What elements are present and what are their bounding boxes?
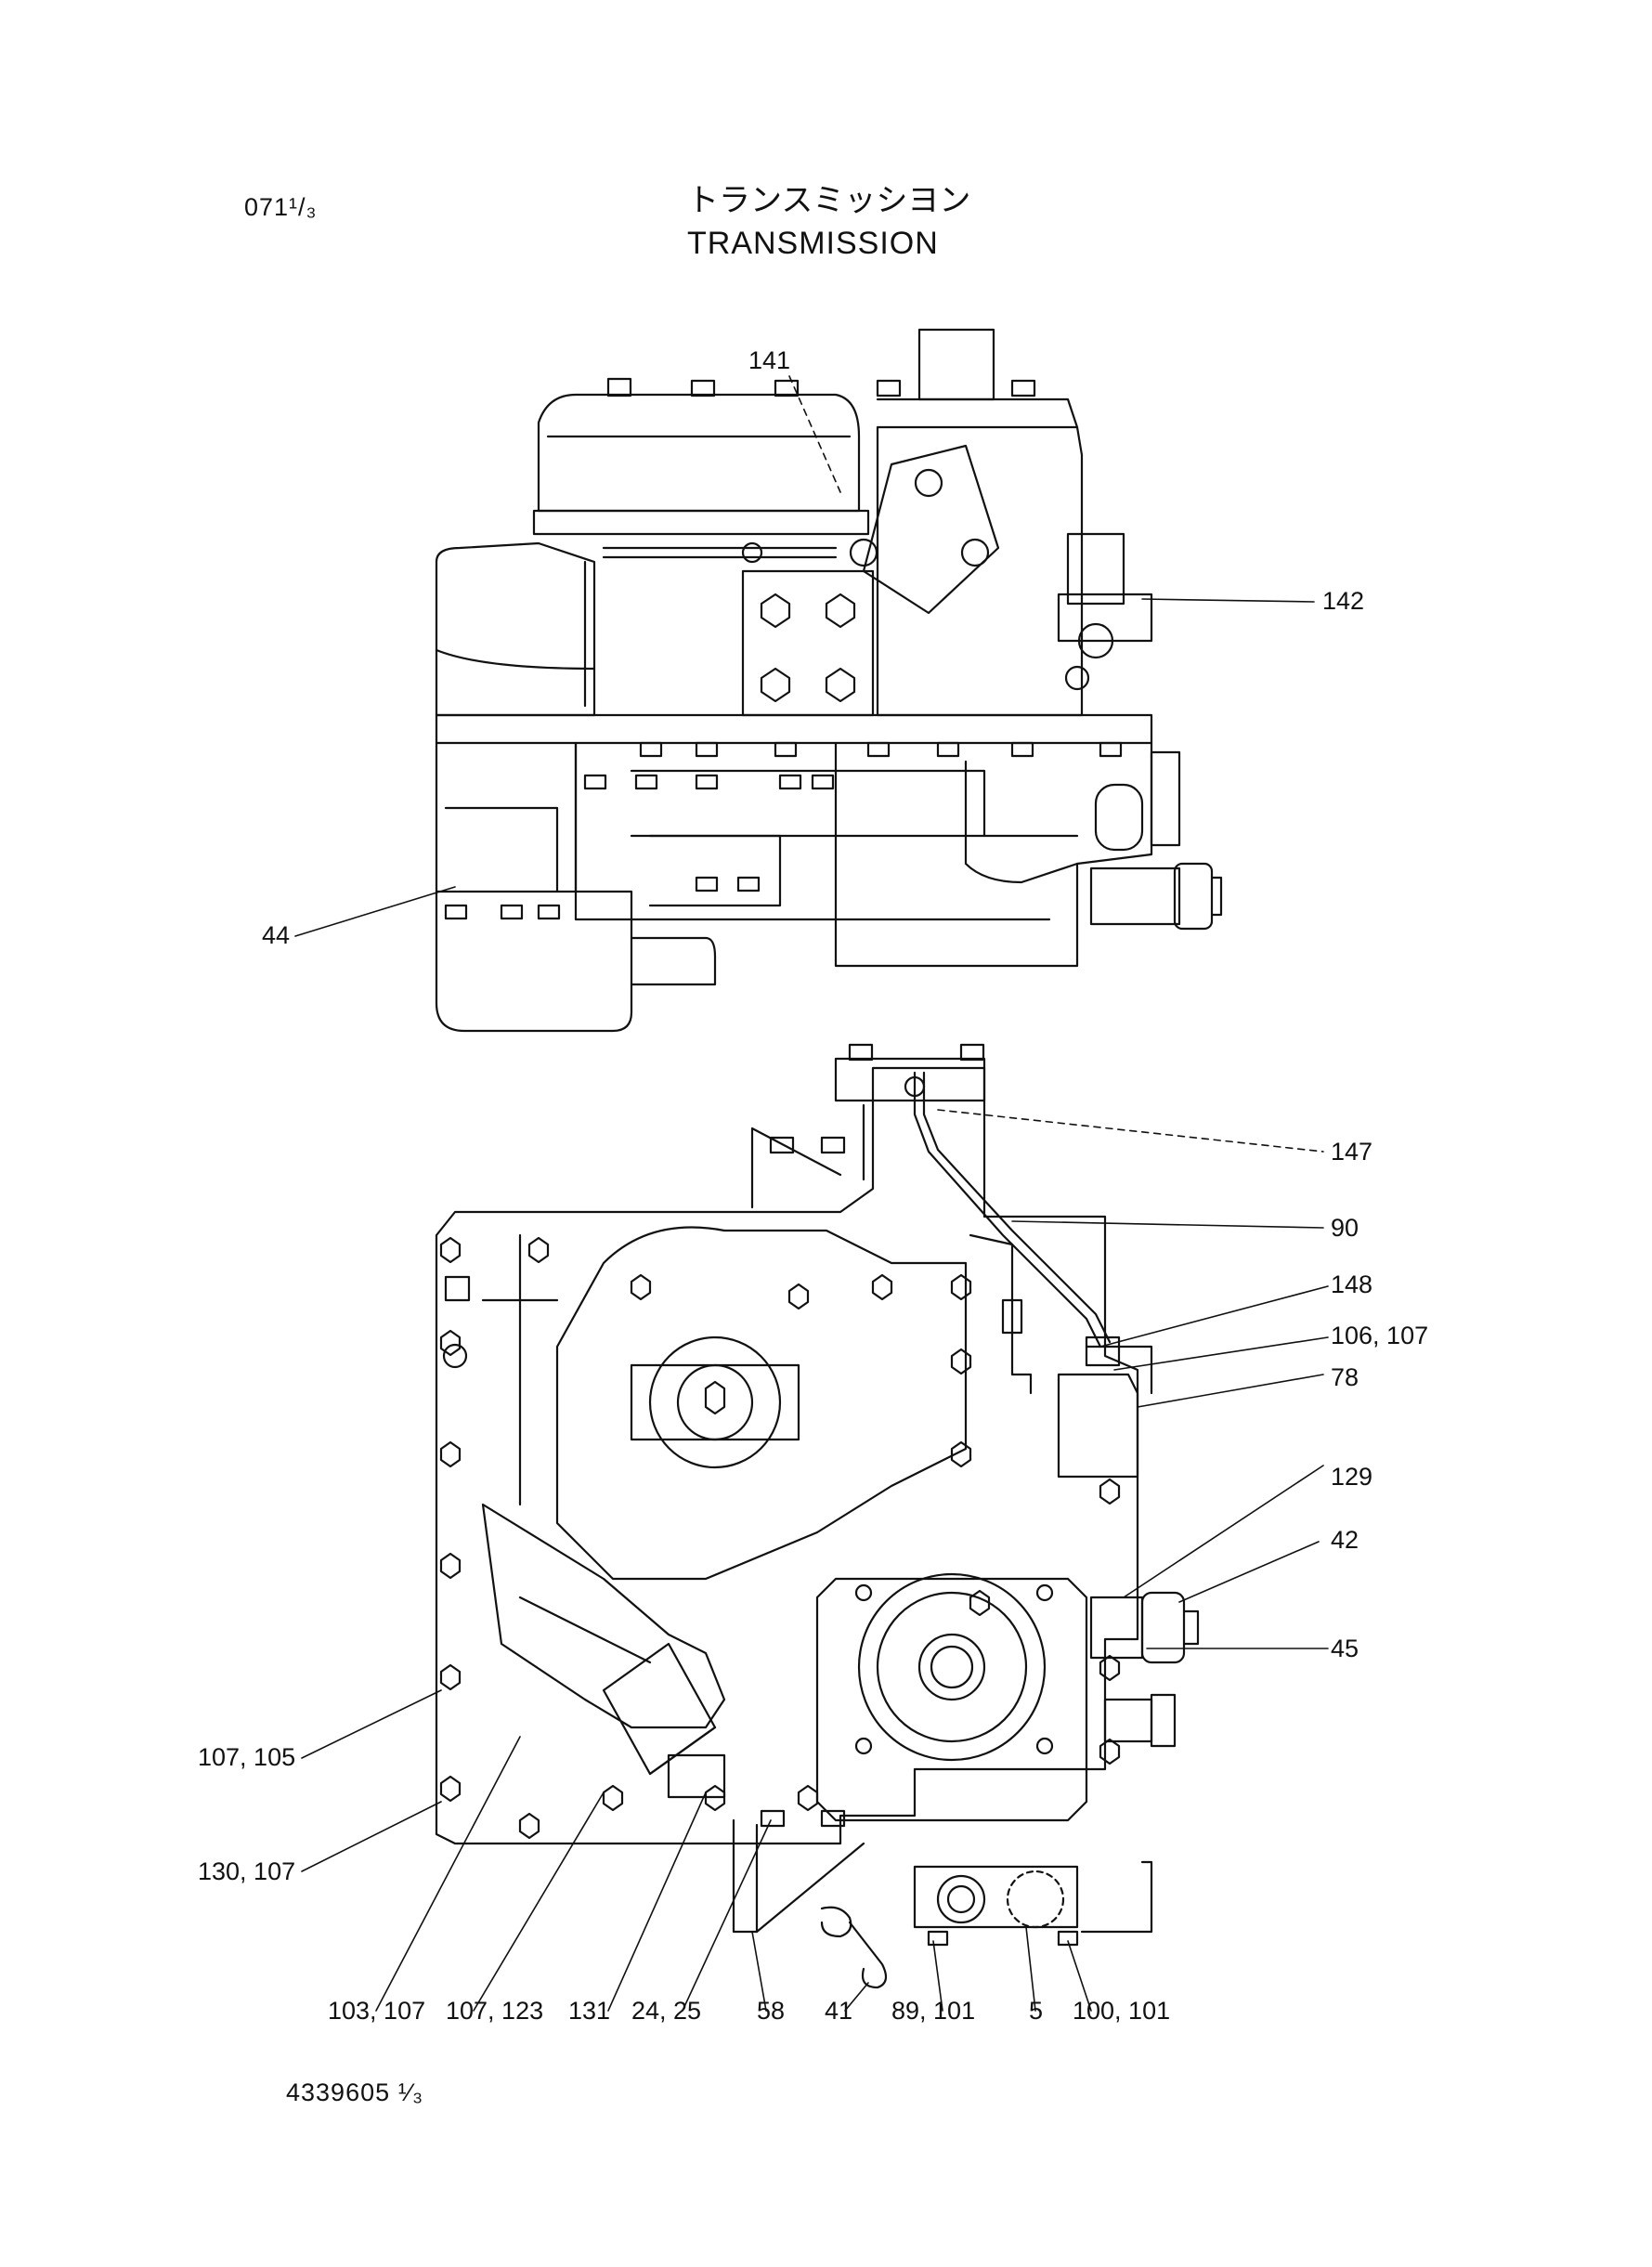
callout-107-105: 107, 105	[198, 1743, 296, 1771]
callout-44: 44	[262, 921, 291, 949]
callout-58: 58	[757, 1997, 786, 2025]
callout-24-25: 24, 25	[631, 1997, 702, 2025]
callout-130-107: 130, 107	[198, 1857, 296, 1885]
callout-103-107: 103, 107	[328, 1997, 426, 2025]
title-english: TRANSMISSION	[687, 226, 939, 261]
title-japanese: トランスミッシヨン	[687, 182, 971, 219]
callout-142: 142	[1322, 587, 1365, 615]
callout-5: 5	[1029, 1997, 1044, 2025]
drawing-number: 4339605 ¹⁄₃	[286, 2078, 424, 2106]
callout-42: 42	[1331, 1526, 1359, 1554]
callout-41: 41	[825, 1997, 853, 2025]
page-code: 071¹/₃	[244, 193, 318, 221]
callout-107-123: 107, 123	[446, 1997, 544, 2025]
callout-89-101: 89, 101	[891, 1997, 976, 2025]
callout-45: 45	[1331, 1635, 1359, 1662]
callout-148: 148	[1331, 1270, 1373, 1298]
callout-106-107: 106, 107	[1331, 1322, 1429, 1349]
callout-100-101: 100, 101	[1073, 1997, 1171, 2025]
callout-78: 78	[1331, 1363, 1359, 1391]
leader-lines	[294, 375, 1329, 2012]
callout-131: 131	[568, 1997, 611, 2025]
callout-141: 141	[748, 346, 791, 374]
transmission-front-view	[435, 1043, 1200, 1989]
callout-90: 90	[1331, 1214, 1359, 1242]
callout-129: 129	[1331, 1463, 1373, 1491]
callout-147: 147	[1331, 1138, 1373, 1166]
transmission-top-view	[435, 328, 1223, 1033]
